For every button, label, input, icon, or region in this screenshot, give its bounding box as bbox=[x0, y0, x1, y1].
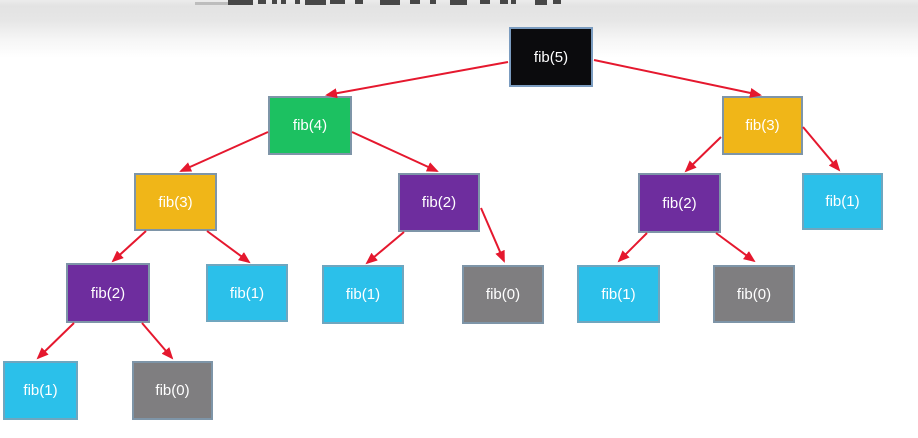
arrow-fib2r-fib1 bbox=[617, 232, 648, 263]
node-fib0-l4-b: fib(0) bbox=[713, 265, 795, 323]
arrow-fib4-fib2 bbox=[351, 131, 439, 172]
node-fib3-right: fib(3) bbox=[722, 96, 803, 155]
node-fib1-l4-b: fib(1) bbox=[322, 265, 404, 324]
arrow-fib3r-fib1 bbox=[802, 126, 841, 172]
arrow-fib3l-fib2 bbox=[111, 230, 147, 263]
clipped-title-fragments bbox=[0, 0, 918, 8]
node-fib3-left: fib(3) bbox=[134, 173, 217, 231]
top-gradient-band bbox=[0, 0, 918, 58]
arrow-fib2m-fib1 bbox=[365, 231, 405, 265]
arrow-fib3l-fib1 bbox=[206, 230, 251, 264]
arrow-fib4-fib3 bbox=[179, 131, 269, 172]
node-fib1-l5: fib(1) bbox=[3, 361, 78, 420]
arrow-fib2m-fib0 bbox=[480, 207, 505, 263]
arrow-fib3r-fib2 bbox=[684, 136, 722, 173]
node-fib2-right: fib(2) bbox=[638, 173, 721, 233]
node-fib0-l5: fib(0) bbox=[132, 361, 213, 420]
arrow-fib2d-fib0 bbox=[141, 322, 174, 360]
arrow-fib2d-fib1 bbox=[36, 322, 75, 360]
node-fib5-root: fib(5) bbox=[509, 27, 593, 87]
node-fib1-l4-c: fib(1) bbox=[577, 265, 660, 323]
node-fib0-l4-a: fib(0) bbox=[462, 265, 544, 324]
arrow-fib5-fib3 bbox=[593, 59, 762, 98]
node-fib2-mid: fib(2) bbox=[398, 173, 480, 232]
node-fib1-far-right: fib(1) bbox=[802, 173, 883, 230]
node-fib2-deep: fib(2) bbox=[66, 263, 150, 323]
arrow-fib2r-fib0 bbox=[715, 232, 756, 263]
node-fib1-l4-a: fib(1) bbox=[206, 264, 288, 322]
arrow-fib5-fib4 bbox=[325, 61, 509, 99]
node-fib4: fib(4) bbox=[268, 96, 352, 155]
